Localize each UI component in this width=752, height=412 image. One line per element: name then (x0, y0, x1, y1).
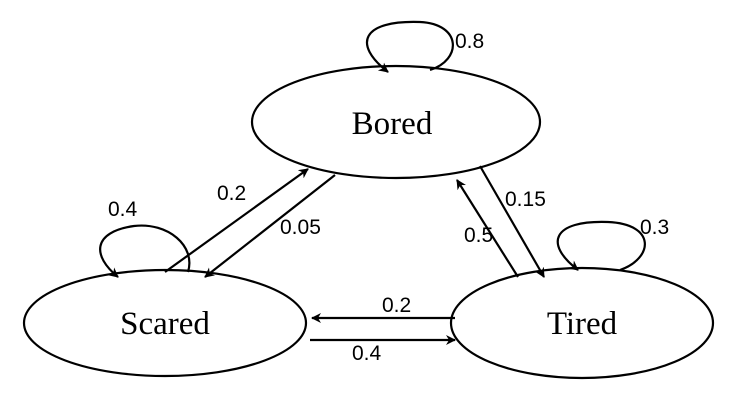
edge-bored-to-tired: 0.15 (479, 165, 546, 278)
edge-scared-to-bored: 0.2 (164, 168, 309, 273)
edge-scared-to-bored-path (164, 168, 309, 273)
edge-bored-self-path (366, 20, 454, 73)
edge-tired-to-scared: 0.2 (311, 294, 455, 323)
edge-tired-self: 0.3 (556, 216, 669, 272)
node-scared-label: Scared (120, 306, 210, 342)
edge-scared-to-tired-label: 0.4 (352, 342, 382, 365)
edge-bored-to-scared: 0.05 (204, 174, 336, 278)
edge-scared-self-path (99, 224, 191, 278)
node-tired-ellipse (449, 266, 715, 380)
edge-bored-self-label: 0.8 (455, 30, 484, 53)
edge-tired-to-bored-label: 0.5 (464, 224, 493, 247)
edge-scared-self-label: 0.4 (108, 198, 138, 221)
node-tired-label: Tired (547, 306, 618, 342)
node-scared: Scared (22, 268, 308, 378)
edge-tired-to-scared-label: 0.2 (382, 294, 411, 317)
edge-bored-self: 0.8 (366, 20, 484, 73)
edge-scared-to-bored-label: 0.2 (217, 182, 246, 205)
edge-scared-to-tired: 0.4 (310, 335, 456, 365)
node-bored-label: Bored (352, 106, 433, 142)
edge-bored-to-tired-path (479, 165, 545, 278)
node-scared-ellipse (22, 268, 308, 378)
edge-tired-self-path (556, 220, 646, 272)
edge-tired-self-label: 0.3 (640, 216, 669, 239)
edge-bored-to-tired-label: 0.15 (505, 188, 546, 211)
node-bored: Bored (250, 64, 542, 180)
node-tired: Tired (449, 266, 715, 380)
edge-bored-to-scared-label: 0.05 (280, 216, 321, 239)
edge-bored-to-scared-path (204, 174, 336, 278)
node-bored-ellipse (250, 64, 542, 180)
edge-scared-self: 0.4 (99, 198, 191, 278)
edge-tired-to-bored: 0.5 (456, 179, 519, 278)
edge-tired-to-bored-path (456, 179, 519, 278)
